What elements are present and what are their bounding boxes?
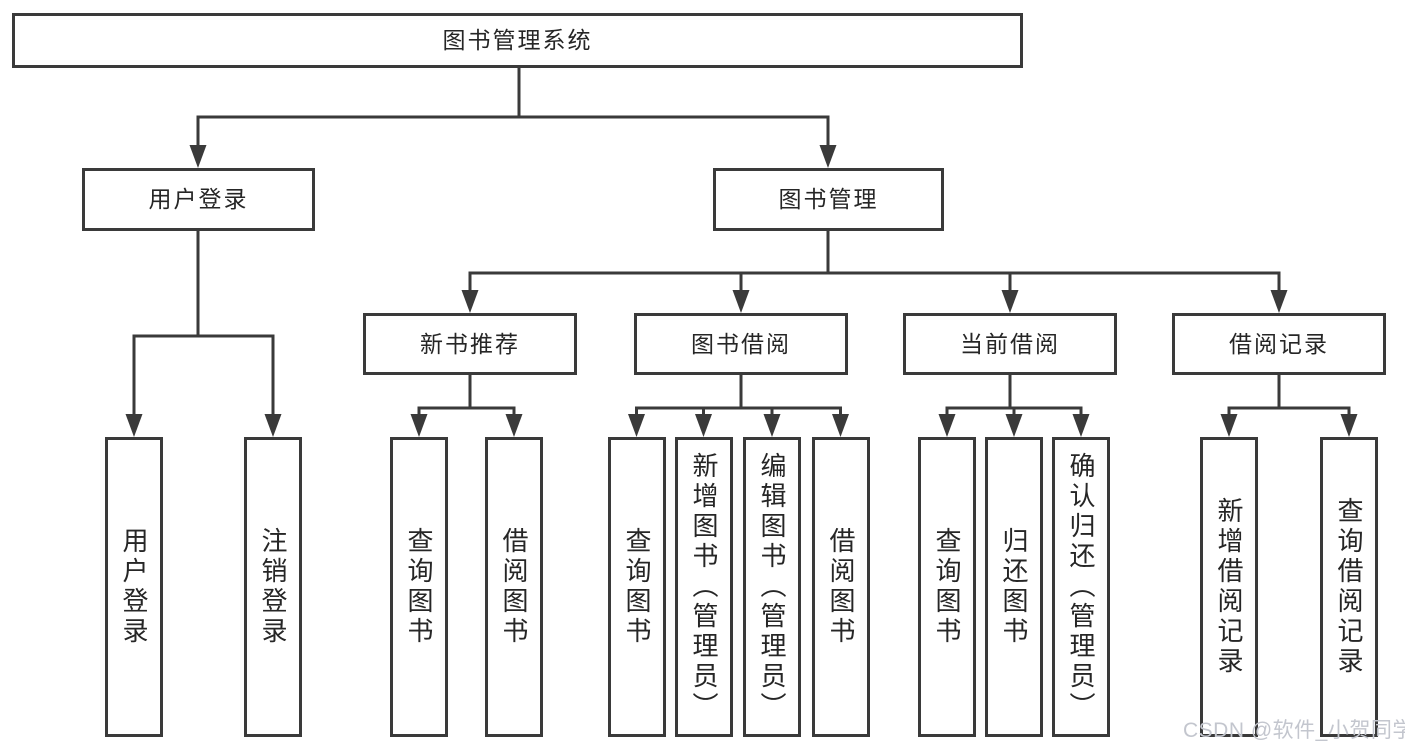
- node-user-login: 用户登录: [82, 168, 315, 231]
- leaf-logout: 注销登录: [244, 437, 302, 737]
- leaf-borrow-query-books: 查询图书: [608, 437, 666, 737]
- node-library-system: 图书管理系统: [12, 13, 1023, 68]
- leaf-current-confirm-return-admin: 确认归还（管理员）: [1052, 437, 1110, 737]
- leaf-newbooks-borrow-books: 借阅图书: [485, 437, 543, 737]
- leaf-current-query-books: 查询图书: [918, 437, 976, 737]
- leaf-current-return-books: 归还图书: [985, 437, 1043, 737]
- leaf-borrow-edit-books-admin: 编辑图书（管理员）: [743, 437, 801, 737]
- leaf-borrow-add-books-admin: 新增图书（管理员）: [675, 437, 733, 737]
- leaf-record-add-record: 新增借阅记录: [1200, 437, 1258, 737]
- leaf-newbooks-query-books: 查询图书: [390, 437, 448, 737]
- leaf-record-query-record: 查询借阅记录: [1320, 437, 1378, 737]
- node-book-borrowing: 图书借阅: [634, 313, 848, 375]
- node-borrowing-records: 借阅记录: [1172, 313, 1386, 375]
- node-new-book-recommend: 新书推荐: [363, 313, 577, 375]
- leaf-borrow-borrow-books: 借阅图书: [812, 437, 870, 737]
- node-book-management: 图书管理: [713, 168, 944, 231]
- node-current-borrowing: 当前借阅: [903, 313, 1117, 375]
- leaf-user-login: 用户登录: [105, 437, 163, 737]
